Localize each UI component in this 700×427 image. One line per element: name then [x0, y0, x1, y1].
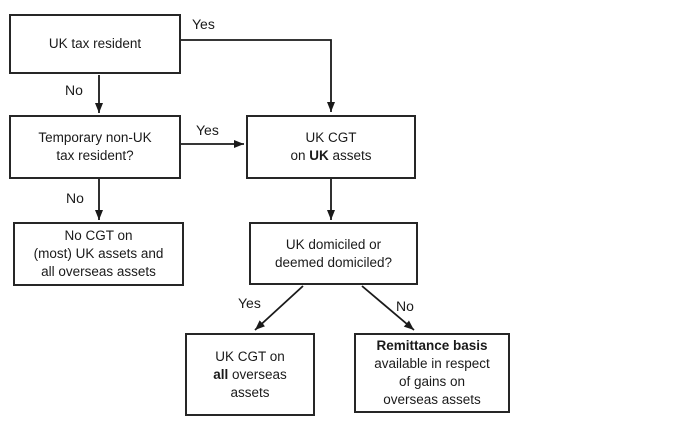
edge-label-no-resident: No: [65, 82, 83, 98]
edge-label-no-domiciled: No: [396, 298, 414, 314]
edge-label-yes-domiciled: Yes: [238, 295, 261, 311]
edge-label-yes-temporary: Yes: [196, 122, 219, 138]
edge-label-no-temporary: No: [66, 190, 84, 206]
edge-label-yes-resident: Yes: [192, 16, 215, 32]
connector-domiciled-yes: [254, 285, 304, 331]
connector-resident-yes: [181, 39, 335, 112]
node-uk-tax-resident: UK tax resident: [9, 14, 181, 74]
